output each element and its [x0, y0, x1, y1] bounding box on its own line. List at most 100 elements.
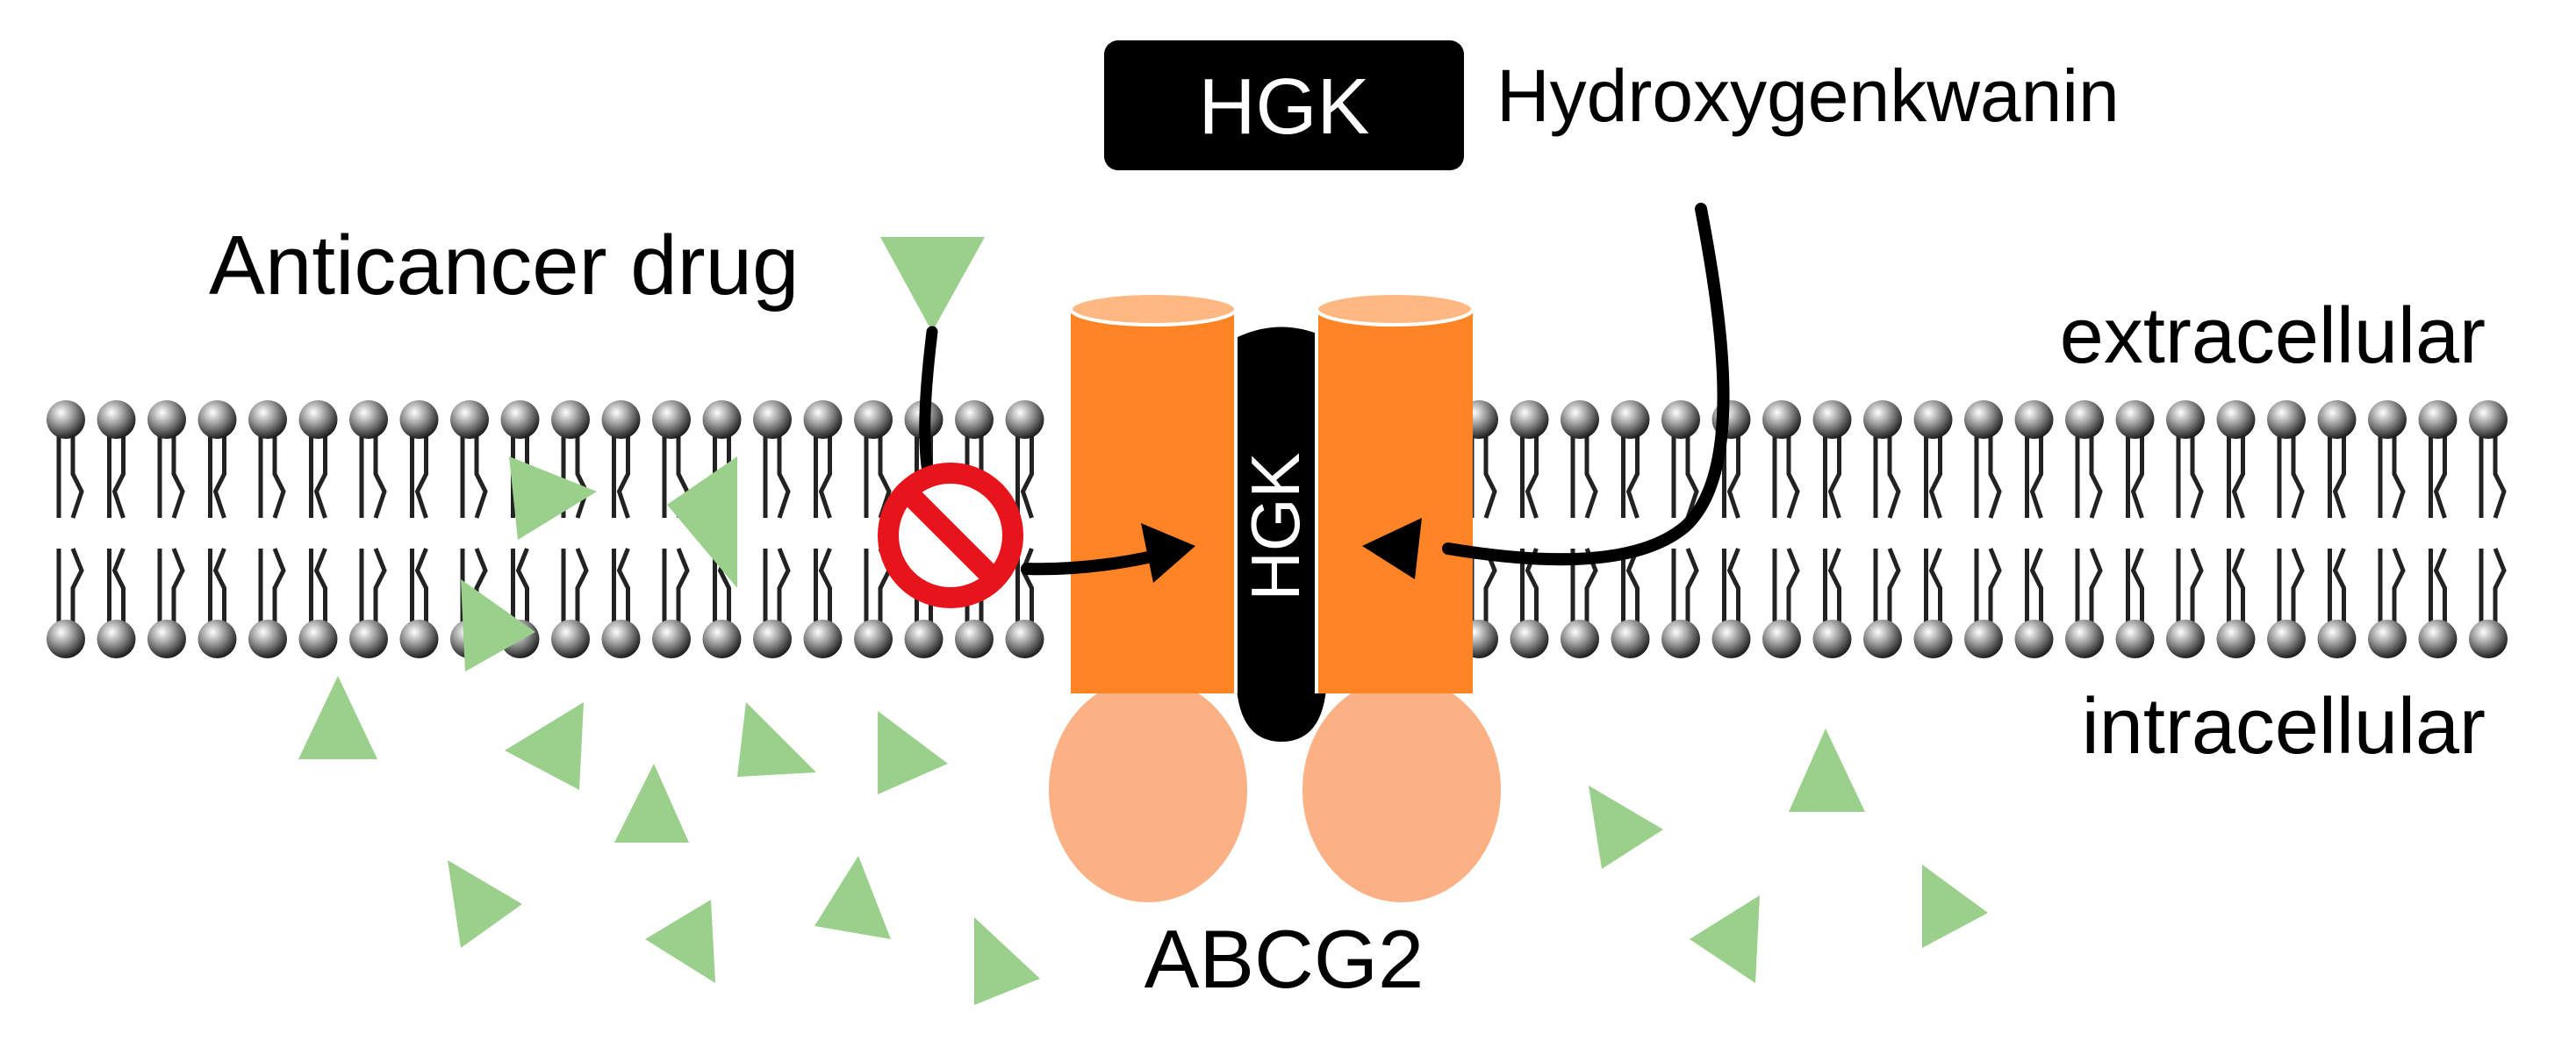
phospholipid-icon	[248, 400, 287, 519]
triangle-icon	[1690, 895, 1760, 983]
phospholipid-icon	[652, 548, 691, 658]
phospholipid-icon	[298, 548, 338, 658]
triangle-icon	[298, 676, 377, 759]
cylinder-top-right	[1315, 291, 1475, 327]
hgk-badge	[1104, 40, 1464, 170]
intracellular-label: intracellular	[2082, 683, 2486, 771]
phospholipid-icon	[1812, 548, 1852, 658]
phospholipid-icon	[2115, 548, 2155, 658]
triangle-icon	[974, 917, 1040, 1005]
extracellular-label: extracellular	[2060, 292, 2486, 380]
triangle-icon	[880, 237, 985, 332]
phospholipid-icon	[1611, 548, 1650, 658]
blocked-arrow-head	[1141, 523, 1195, 583]
phospholipid-icon	[2166, 400, 2205, 519]
phospholipid-icon	[1510, 400, 1549, 519]
phospholipid-icon	[147, 400, 186, 519]
phospholipid-icon	[2216, 400, 2256, 519]
lipid-bilayer	[47, 400, 2508, 658]
phospholipid-icon	[2267, 400, 2306, 519]
triangle-icon	[814, 856, 891, 939]
phospholipid-icon	[399, 548, 439, 658]
phospholipid-icon	[1661, 548, 1700, 658]
phospholipid-icon	[2317, 400, 2357, 519]
phospholipid-icon	[854, 548, 893, 658]
phospholipid-icon	[197, 400, 237, 519]
phospholipid-icon	[2267, 548, 2306, 658]
phospholipid-icon	[1711, 548, 1751, 658]
phospholipid-icon	[551, 548, 590, 658]
phospholipid-icon	[97, 400, 136, 519]
phospholipid-icon	[2469, 548, 2508, 658]
hgk-bound-channel	[1236, 327, 1327, 742]
anticancer-drug-molecules	[298, 237, 1988, 1005]
triangle-icon	[878, 711, 948, 794]
phospholipid-icon	[2368, 548, 2407, 658]
phospholipid-icon	[753, 548, 792, 658]
phospholipid-icon	[2014, 548, 2054, 658]
phospholipid-icon	[1913, 400, 1953, 519]
phospholipid-icon	[147, 548, 186, 658]
phospholipid-icon	[551, 400, 590, 519]
phospholipid-icon	[248, 548, 287, 658]
triangle-icon	[1789, 729, 1865, 812]
triangle-icon	[509, 456, 597, 540]
phospholipid-icon	[2014, 400, 2054, 519]
phospholipid-icon	[298, 400, 338, 519]
transmembrane-cylinder-left	[1071, 309, 1236, 693]
triangle-icon	[448, 860, 522, 948]
triangle-icon	[614, 764, 689, 843]
phospholipid-icon	[1762, 400, 1801, 519]
phospholipid-icon	[2115, 400, 2155, 519]
phospholipid-icon	[803, 548, 843, 658]
triangle-icon	[645, 900, 715, 983]
hgk-full-name: Hydroxygenkwanin	[1496, 54, 2120, 137]
triangle-icon	[505, 702, 584, 790]
phospholipid-icon	[1611, 400, 1650, 519]
phospholipid-icon	[2469, 400, 2508, 519]
cylinder-top-left	[1069, 291, 1238, 327]
prohibited-icon	[878, 463, 1023, 608]
phospholipid-icon	[2065, 400, 2104, 519]
phospholipid-icon	[97, 548, 136, 658]
phospholipid-icon	[753, 400, 792, 519]
phospholipid-icon	[349, 548, 388, 658]
triangle-icon	[737, 702, 816, 777]
phospholipid-icon	[1863, 548, 1902, 658]
phospholipid-icon	[601, 548, 641, 658]
phospholipid-icon	[1561, 400, 1599, 519]
phospholipid-icon	[399, 400, 439, 519]
phospholipid-icon	[47, 400, 85, 519]
phospholipid-icon	[1913, 548, 1953, 658]
phospholipid-icon	[450, 400, 489, 519]
abcg2-label: ABCG2	[1144, 913, 1424, 1005]
phospholipid-icon	[2418, 548, 2458, 658]
phospholipid-icon	[1762, 548, 1801, 658]
phospholipid-icon	[2065, 548, 2104, 658]
nucleotide-binding-domain-left	[1049, 678, 1247, 902]
triangle-icon	[667, 456, 737, 588]
phospholipid-icon	[1964, 548, 2003, 658]
nucleotide-binding-domain-right	[1302, 678, 1501, 902]
triangle-icon	[1922, 865, 1988, 948]
phospholipid-icon	[1863, 400, 1902, 519]
phospholipid-icon	[349, 400, 388, 519]
phospholipid-icon	[1661, 400, 1700, 519]
phospholipid-icon	[1005, 400, 1044, 519]
phospholipid-icon	[2418, 400, 2458, 519]
phospholipid-icon	[803, 400, 843, 519]
anticancer-drug-label: Anticancer drug	[209, 219, 799, 312]
triangle-icon	[1589, 786, 1663, 869]
channel-hgk-label: HGK	[1237, 452, 1314, 600]
phospholipid-icon	[47, 548, 85, 658]
phospholipid-icon	[1964, 400, 2003, 519]
phospholipid-icon	[2166, 548, 2205, 658]
phospholipid-icon	[197, 548, 237, 658]
hgk-binding-arrow-head	[1362, 518, 1422, 579]
hgk-binding-arrow-shaft	[1442, 203, 1730, 566]
phospholipid-icon	[601, 400, 641, 519]
phospholipid-icon	[1510, 548, 1549, 658]
phospholipid-icon	[2216, 548, 2256, 658]
abcg2-transporter: HGK	[1049, 291, 1501, 902]
